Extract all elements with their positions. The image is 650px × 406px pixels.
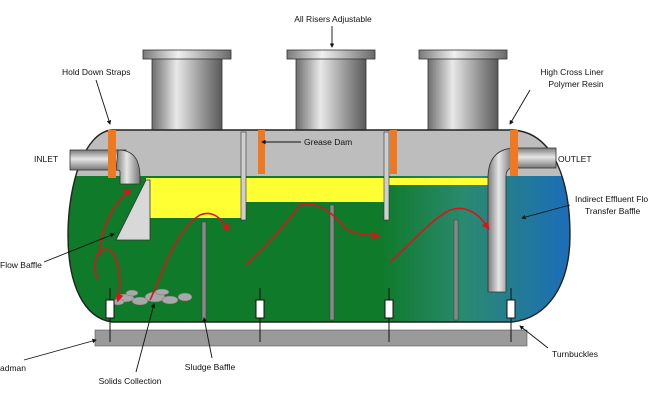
label-all-risers: All Risers Adjustable bbox=[294, 14, 372, 24]
sludge-baffle-2 bbox=[329, 204, 335, 321]
tank-outline bbox=[67, 129, 571, 323]
label-turnbuckles: Turnbuckles bbox=[552, 349, 598, 359]
grease-layer-3 bbox=[388, 178, 496, 185]
strap-3 bbox=[390, 130, 397, 174]
strap-2 bbox=[258, 130, 265, 174]
label-flow-baffle: Flow Baffle bbox=[0, 260, 42, 270]
label-solids-collection: Solids Collection bbox=[99, 376, 162, 386]
label-indirect-effluent-1: Indirect Effluent Flo bbox=[575, 194, 648, 204]
grease-layer-2 bbox=[245, 178, 385, 202]
grease-dam-left bbox=[240, 131, 247, 221]
riser-left bbox=[142, 49, 232, 135]
sludge-baffle-3 bbox=[453, 219, 459, 321]
riser-right bbox=[418, 49, 508, 135]
base-slab bbox=[94, 329, 528, 347]
label-high-cross-liner-2: Polymer Resin bbox=[548, 79, 604, 89]
label-inlet: INLET bbox=[34, 154, 58, 164]
label-sludge-baffle: Sludge Baffle bbox=[185, 362, 236, 372]
grease-layer-1 bbox=[146, 178, 243, 218]
strap-1 bbox=[108, 130, 116, 178]
label-outlet: OUTLET bbox=[558, 154, 592, 164]
grease-dam-right bbox=[383, 131, 390, 221]
sludge-baffle-1 bbox=[201, 221, 207, 321]
label-indirect-effluent-2: Transfer Baffle bbox=[585, 206, 641, 216]
label-hold-down-straps: Hold Down Straps bbox=[62, 67, 131, 77]
solids-pile bbox=[111, 288, 193, 306]
label-grease-dam: Grease Dam bbox=[304, 137, 352, 147]
leader-lines bbox=[23, 26, 571, 373]
riser-center bbox=[286, 49, 376, 135]
turnbuckles bbox=[105, 288, 516, 342]
strap-4 bbox=[510, 130, 518, 176]
label-high-cross-liner-1: High Cross Liner bbox=[540, 67, 603, 77]
label-deadman: adman bbox=[0, 363, 26, 373]
flow-baffle bbox=[115, 179, 151, 241]
flow-arrows bbox=[94, 188, 490, 303]
